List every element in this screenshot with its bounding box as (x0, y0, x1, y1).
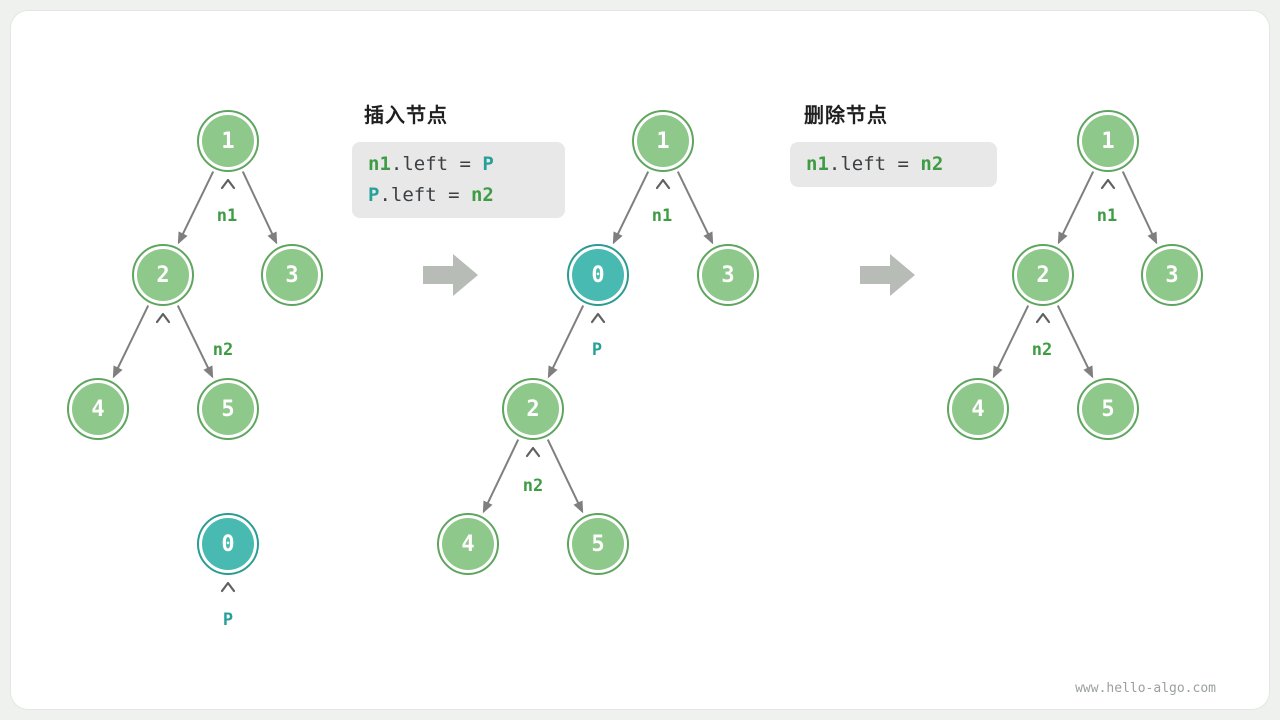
code-var-n2: n2 (470, 184, 494, 206)
tree-edge (1121, 171, 1158, 245)
tree-left-node-1: 1 (197, 110, 259, 172)
tree-right-node-3: 3 (1141, 244, 1203, 306)
tree-edges (112, 171, 1158, 514)
code-text: .left = (828, 153, 921, 175)
tree-edge (546, 439, 584, 514)
pointer-label-n1: n1 (1096, 206, 1118, 226)
node-value: 5 (1082, 383, 1134, 435)
node-value: 2 (507, 383, 559, 435)
code-var-n1: n1 (806, 153, 829, 175)
node-value: 4 (72, 383, 124, 435)
node-value: 2 (137, 249, 189, 301)
node-value: 4 (952, 383, 1004, 435)
tree-middle-node-0: 0 (567, 244, 629, 306)
code-var-p: P (482, 153, 494, 175)
tree-edge (112, 305, 150, 379)
pointer-label-n2: n2 (212, 340, 234, 360)
tree-left-node-5: 5 (197, 378, 259, 440)
watermark: www.hello-algo.com (1075, 681, 1216, 696)
node-value: 4 (442, 518, 494, 570)
tree-middle-node-4: 4 (437, 513, 499, 575)
pointer-label-p: P (222, 610, 234, 630)
tree-right-node-5: 5 (1077, 378, 1139, 440)
pointer-label-n1: n1 (651, 206, 673, 226)
node-value: 0 (572, 249, 624, 301)
tree-edge (1056, 305, 1094, 379)
tree-middle-node-1: 1 (632, 110, 694, 172)
node-value: 1 (637, 115, 689, 167)
transform-arrows (423, 254, 915, 296)
node-value: 2 (1017, 249, 1069, 301)
caret-up-icon (655, 178, 671, 190)
caret-up-icon (525, 446, 541, 458)
tree-edge (612, 171, 650, 245)
pointer-label-n2: n2 (522, 476, 544, 496)
code-line: n1.left = P (368, 149, 549, 180)
node-value: 5 (572, 518, 624, 570)
caret-up-icon (1100, 178, 1116, 190)
tree-edge (1057, 171, 1095, 245)
node-value: 3 (702, 249, 754, 301)
node-value: 1 (1082, 115, 1134, 167)
caret-up-icon (220, 581, 236, 593)
node-value: 5 (202, 383, 254, 435)
pointer-label-n2: n2 (1031, 340, 1053, 360)
node-value: 3 (266, 249, 318, 301)
caret-up-icon (590, 312, 606, 324)
tree-edge (177, 171, 215, 245)
tree-edge (241, 171, 278, 245)
code-text: .left = (379, 184, 471, 206)
code-text: .left = (390, 153, 483, 175)
tree-edge (676, 171, 714, 245)
node-value: 0 (202, 518, 254, 570)
tree-edge (176, 305, 214, 379)
code-var-n2: n2 (920, 153, 944, 175)
tree-edge (482, 439, 520, 514)
tree-edge (547, 305, 585, 379)
node-value: 3 (1146, 249, 1198, 301)
tree-middle-node-2: 2 (502, 378, 564, 440)
tree-left-node-2: 2 (132, 244, 194, 306)
tree-right-node-1: 1 (1077, 110, 1139, 172)
code-var-n1: n1 (368, 153, 391, 175)
tree-right-node-4: 4 (947, 378, 1009, 440)
node-value: 1 (202, 115, 254, 167)
code-var-p: P (368, 184, 380, 206)
tree-middle-node-3: 3 (697, 244, 759, 306)
tree-left-node-p: 0 (197, 513, 259, 575)
code-line: n1.left = n2 (806, 149, 981, 180)
pointer-label-n1: n1 (216, 206, 238, 226)
insert-code-box: n1.left = P P.left = n2 (352, 142, 565, 218)
tree-left-node-4: 4 (67, 378, 129, 440)
tree-middle-node-5: 5 (567, 513, 629, 575)
delete-code-box: n1.left = n2 (790, 142, 997, 187)
caret-up-icon (220, 178, 236, 190)
tree-edge (992, 305, 1030, 379)
caret-up-icon (155, 312, 171, 324)
insert-section-title: 插入节点 (364, 103, 448, 127)
tree-right-node-2: 2 (1012, 244, 1074, 306)
tree-left-node-3: 3 (261, 244, 323, 306)
big-right-arrow-icon (860, 254, 915, 296)
pointer-label-p: P (591, 340, 603, 360)
code-line: P.left = n2 (368, 180, 549, 211)
caret-up-icon (1035, 312, 1051, 324)
big-right-arrow-icon (423, 254, 478, 296)
pointer-carets (155, 178, 1116, 593)
delete-section-title: 删除节点 (804, 103, 888, 127)
